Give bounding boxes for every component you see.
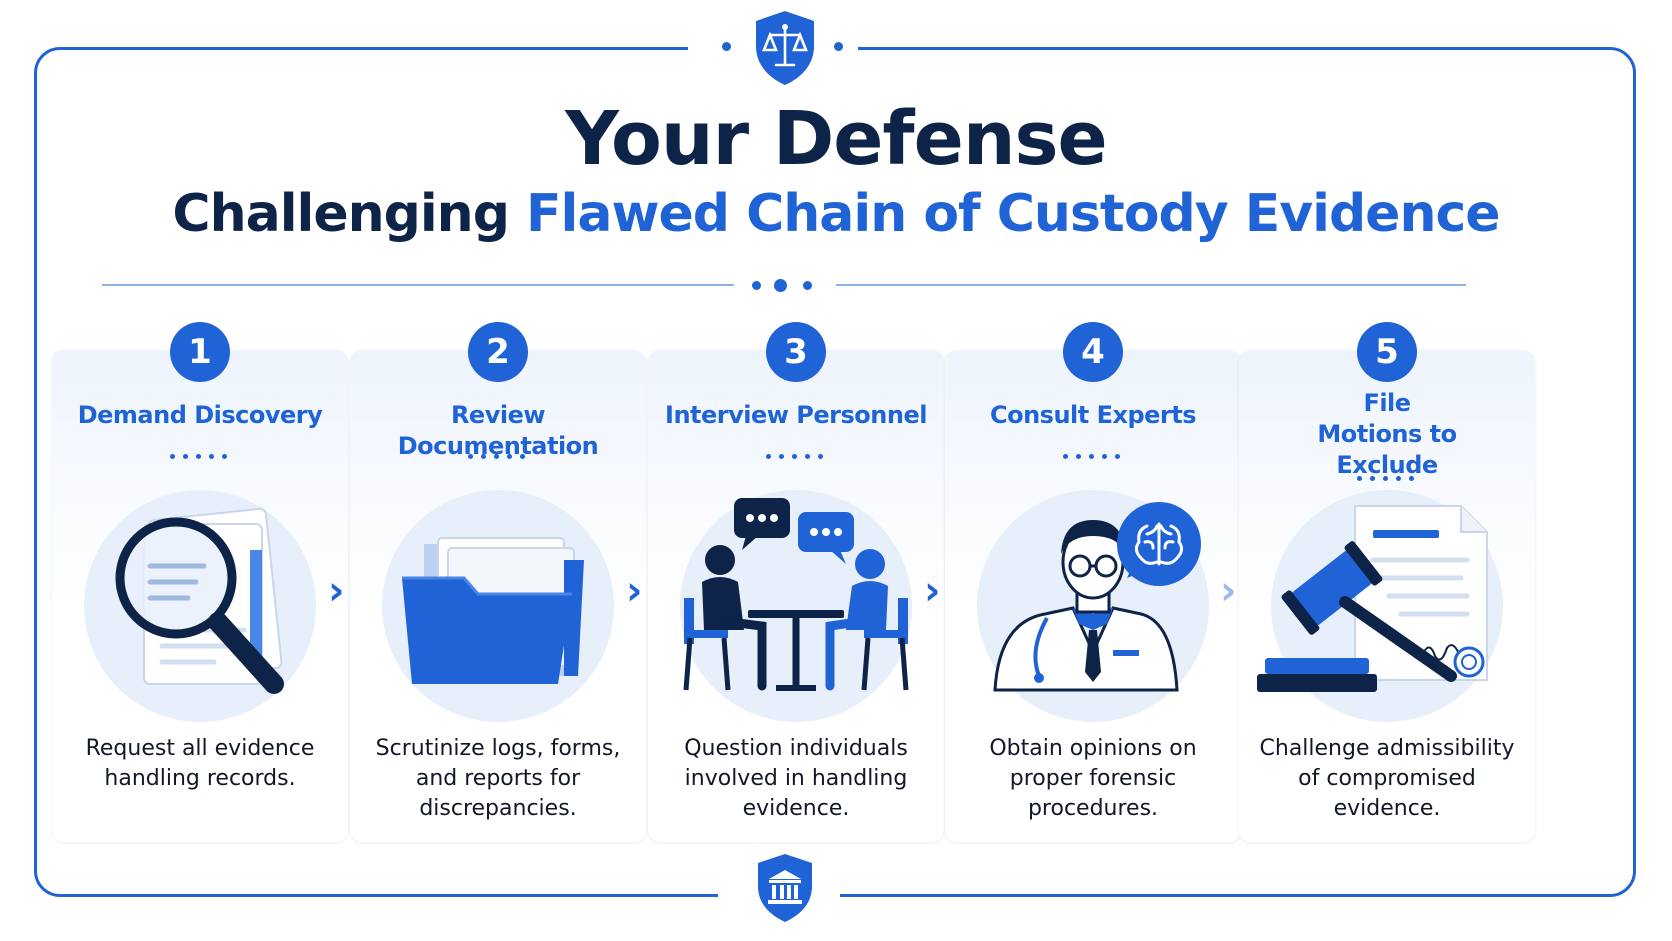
interview-people-icon (683, 498, 909, 691)
step-illustration (84, 490, 316, 722)
step-dots (1063, 454, 1123, 460)
chevron-right-icon: › (328, 568, 345, 614)
step-dots (468, 454, 528, 460)
divider-dot (774, 279, 787, 292)
step-number-badge: 4 (1063, 322, 1123, 382)
step-dots (170, 454, 230, 460)
divider-dot (752, 281, 761, 290)
step-description: Scrutinize logs, forms, and reports for … (375, 736, 621, 821)
forensic-expert-icon (993, 502, 1201, 692)
page-subtitle: Challenging Flawed Chain of Custody Evid… (0, 184, 1672, 244)
subtitle-prefix: Challenging (172, 184, 509, 244)
scales-of-justice-shield-icon (756, 11, 814, 85)
step-card-2: 2 Review Documentation Scrutinize logs, … (350, 322, 646, 842)
step-number-badge: 3 (766, 322, 826, 382)
step-illustration (382, 490, 614, 722)
chevron-right-icon: › (1220, 568, 1237, 614)
step-illustration (680, 490, 912, 722)
subtitle-highlight: Flawed Chain of Custody Evidence (526, 184, 1501, 244)
top-divider-dot-left (722, 42, 731, 51)
page-title: Your Defense (565, 96, 1107, 182)
step-dots (766, 454, 826, 460)
step-number-badge: 2 (468, 322, 528, 382)
chevron-right-icon: › (626, 568, 643, 614)
gavel-document-icon (1257, 505, 1488, 692)
divider-dot (803, 281, 812, 290)
step-description: Question individuals involved in handlin… (684, 736, 908, 821)
step-illustration (977, 490, 1209, 722)
magnifying-glass-document-icon (115, 507, 284, 694)
step-dots (1357, 476, 1417, 482)
chevron-right-icon: › (924, 568, 941, 614)
step-description: Request all evidence handling records. (85, 736, 315, 791)
step-title: Interview Personnel (665, 401, 927, 429)
step-card-4: 4 Consult Experts (945, 322, 1241, 842)
divider-line-right (836, 284, 1466, 286)
step-number-badge: 5 (1357, 322, 1417, 382)
step-description: Challenge admissibility of compromised e… (1259, 736, 1515, 821)
step-card-5: 5 File Motions to Exclude (1239, 322, 1535, 842)
step-card-3: 3 Interview Personnel (648, 322, 944, 842)
step-title: Review Documentation (397, 401, 599, 460)
step-description: Obtain opinions on proper forensic proce… (989, 736, 1197, 821)
step-number-badge: 1 (170, 322, 230, 382)
step-title: Demand Discovery (77, 401, 323, 429)
step-title: Consult Experts (989, 401, 1197, 429)
divider-line-left (102, 284, 734, 286)
top-divider-dot-right (834, 42, 843, 51)
step-title: File Motions to Exclude (1317, 389, 1457, 479)
step-card-1: 1 Demand Discovery Request all evidence … (52, 322, 348, 842)
step-illustration (1257, 490, 1503, 722)
folder-documents-icon (402, 537, 584, 684)
courthouse-shield-icon (758, 854, 812, 922)
